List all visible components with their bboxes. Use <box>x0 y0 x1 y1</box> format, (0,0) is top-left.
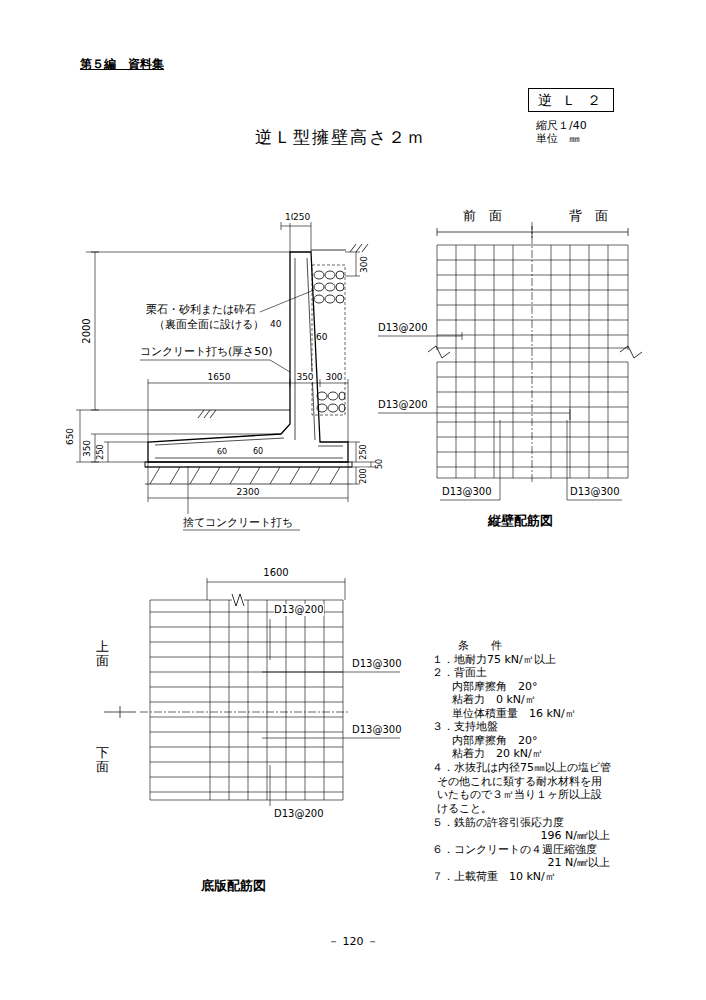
drawing-number-box: 逆 Ｌ ２ <box>528 88 614 112</box>
dimension: 40 <box>270 319 281 330</box>
front-back-arrow <box>437 226 628 238</box>
dimension: 200 <box>360 467 368 484</box>
unit-note: 単位 ㎜ <box>536 132 580 145</box>
material-note: 捨てコンクリート打ち <box>183 516 293 529</box>
condition-item: １．地耐力75 kN/㎡以上 <box>432 653 556 666</box>
face-label: 上 面 <box>96 640 109 669</box>
rebar-callout: D13@200 <box>274 604 324 616</box>
dimension: 350 <box>84 438 93 457</box>
face-label: 前 面 <box>463 208 502 224</box>
dimension: 1650 <box>208 372 231 383</box>
rebar-callout: D13@300 <box>570 486 620 498</box>
condition-item: ６．コンクリートの４週圧縮強度 <box>432 843 597 856</box>
rebar-callout: D13@200 <box>274 808 324 820</box>
condition-item: ４．水抜孔は内径75㎜以上の塩ビ管 その他これに類する耐水材料を用 いたもので３… <box>432 761 642 815</box>
leader-lines <box>140 290 314 530</box>
center-line <box>532 222 533 484</box>
condition-item: ５．鉄筋の許容引張応力度 <box>432 816 564 829</box>
condition-item: 単位体積重量 16 kN/㎥ <box>452 707 576 720</box>
dimension: 2000 <box>82 317 92 344</box>
gravel-hatch <box>145 467 352 484</box>
condition-value: 196 N/㎟以上 <box>541 829 610 842</box>
dimension-lines <box>76 222 375 502</box>
leveling-concrete <box>145 462 352 467</box>
dimension: 250 <box>97 443 105 460</box>
dimension: 1600 <box>263 567 288 579</box>
rebar-callout: D13@200 <box>378 399 428 411</box>
gravel-stones <box>314 271 345 412</box>
section-view <box>76 222 375 530</box>
dimension: 300 <box>325 372 342 383</box>
leader-lines <box>378 332 622 500</box>
condition-item: 内部摩擦角 20° <box>452 680 538 693</box>
view-title: 底版配筋図 <box>201 878 266 894</box>
side-tick <box>104 706 136 718</box>
material-note: コンクリート打ち(厚さ50) <box>140 345 273 358</box>
drawing-title: 逆Ｌ型擁壁高さ２ｍ <box>255 127 426 147</box>
dimension: 250 <box>293 212 310 223</box>
dimension: 350 <box>296 372 313 383</box>
leader-lines <box>262 619 400 806</box>
dimension-lines <box>207 578 345 600</box>
break-marks <box>232 594 244 606</box>
dimension: 60 <box>216 447 229 456</box>
page-number: － 120 － <box>328 935 378 948</box>
condition-item: ７．上載荷重 10 kN/㎡ <box>432 870 556 883</box>
condition-item: 内部摩擦角 20° <box>452 734 538 747</box>
rebar-callout: D13@300 <box>442 486 492 498</box>
drain-gravel-zone <box>312 265 345 415</box>
rebar-callout: D13@300 <box>352 658 402 670</box>
rebar-callout: D13@200 <box>378 322 428 334</box>
condition-value: 21 N/㎟以上 <box>548 856 610 869</box>
condition-item: ２．背面土 <box>432 666 487 679</box>
dimension: 50 <box>376 458 384 470</box>
dimension: 650 <box>67 426 76 445</box>
condition-item: ３．支持地盤 <box>432 720 498 733</box>
dimension: 300 <box>361 254 370 273</box>
condition-item: 粘着力 0 kN/㎡ <box>452 693 536 706</box>
drawing-number: 逆 Ｌ ２ <box>538 92 604 108</box>
rebar-grid <box>150 600 343 800</box>
slab-rebar-view <box>104 578 400 806</box>
center-line <box>140 712 348 713</box>
dimension: 250 <box>360 443 368 460</box>
face-label: 下 面 <box>96 746 109 775</box>
dimension: 60 <box>316 332 327 343</box>
ground-lines <box>150 244 368 418</box>
wall-rebar-view <box>378 222 642 500</box>
view-title: 縦壁配筋図 <box>488 513 553 529</box>
rebar-callout: D13@300 <box>352 724 402 736</box>
face-label: 背 面 <box>569 208 608 224</box>
dimension: 60 <box>252 448 264 456</box>
section-header: 第５編 資料集 <box>80 57 164 71</box>
scale-note: 縮尺１/40 <box>536 119 587 132</box>
conditions-heading: 条 件 <box>458 639 502 652</box>
material-note: （裏面全面に設ける） <box>154 318 264 331</box>
break-marks <box>428 346 642 358</box>
dimension: 2300 <box>237 487 260 498</box>
condition-item: 粘着力 20 kN/㎡ <box>452 747 543 760</box>
material-note: 栗石・砂利または砕石 <box>146 303 256 316</box>
rebar-grid <box>437 245 628 478</box>
